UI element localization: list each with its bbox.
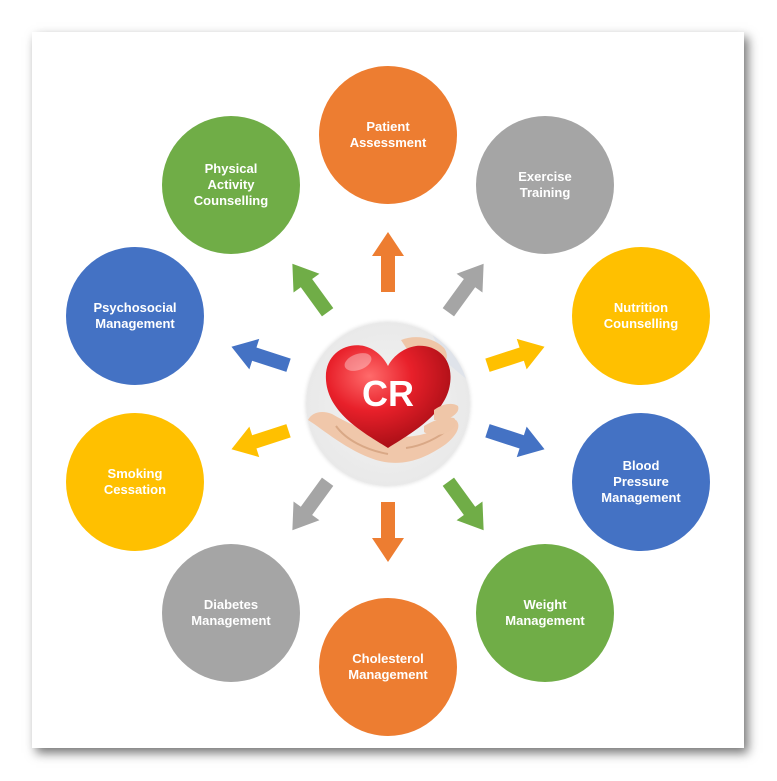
node-weight-management: Weight Management [476,544,614,682]
node-nutrition-counselling: Nutrition Counselling [572,247,710,385]
center-label: CR [362,373,414,414]
node-diabetes-management: Diabetes Management [162,544,300,682]
node-physical-activity-counselling: Physical Activity Counselling [162,116,300,254]
node-psychosocial-management: Psychosocial Management [66,247,204,385]
center-heart-image: CR [306,322,470,486]
node-smoking-cessation: Smoking Cessation [66,413,204,551]
node-cholesterol-management: Cholesterol Management [319,598,457,736]
node-patient-assessment: Patient Assessment [319,66,457,204]
node-blood-pressure-management: Blood Pressure Management [572,413,710,551]
node-exercise-training: Exercise Training [476,116,614,254]
